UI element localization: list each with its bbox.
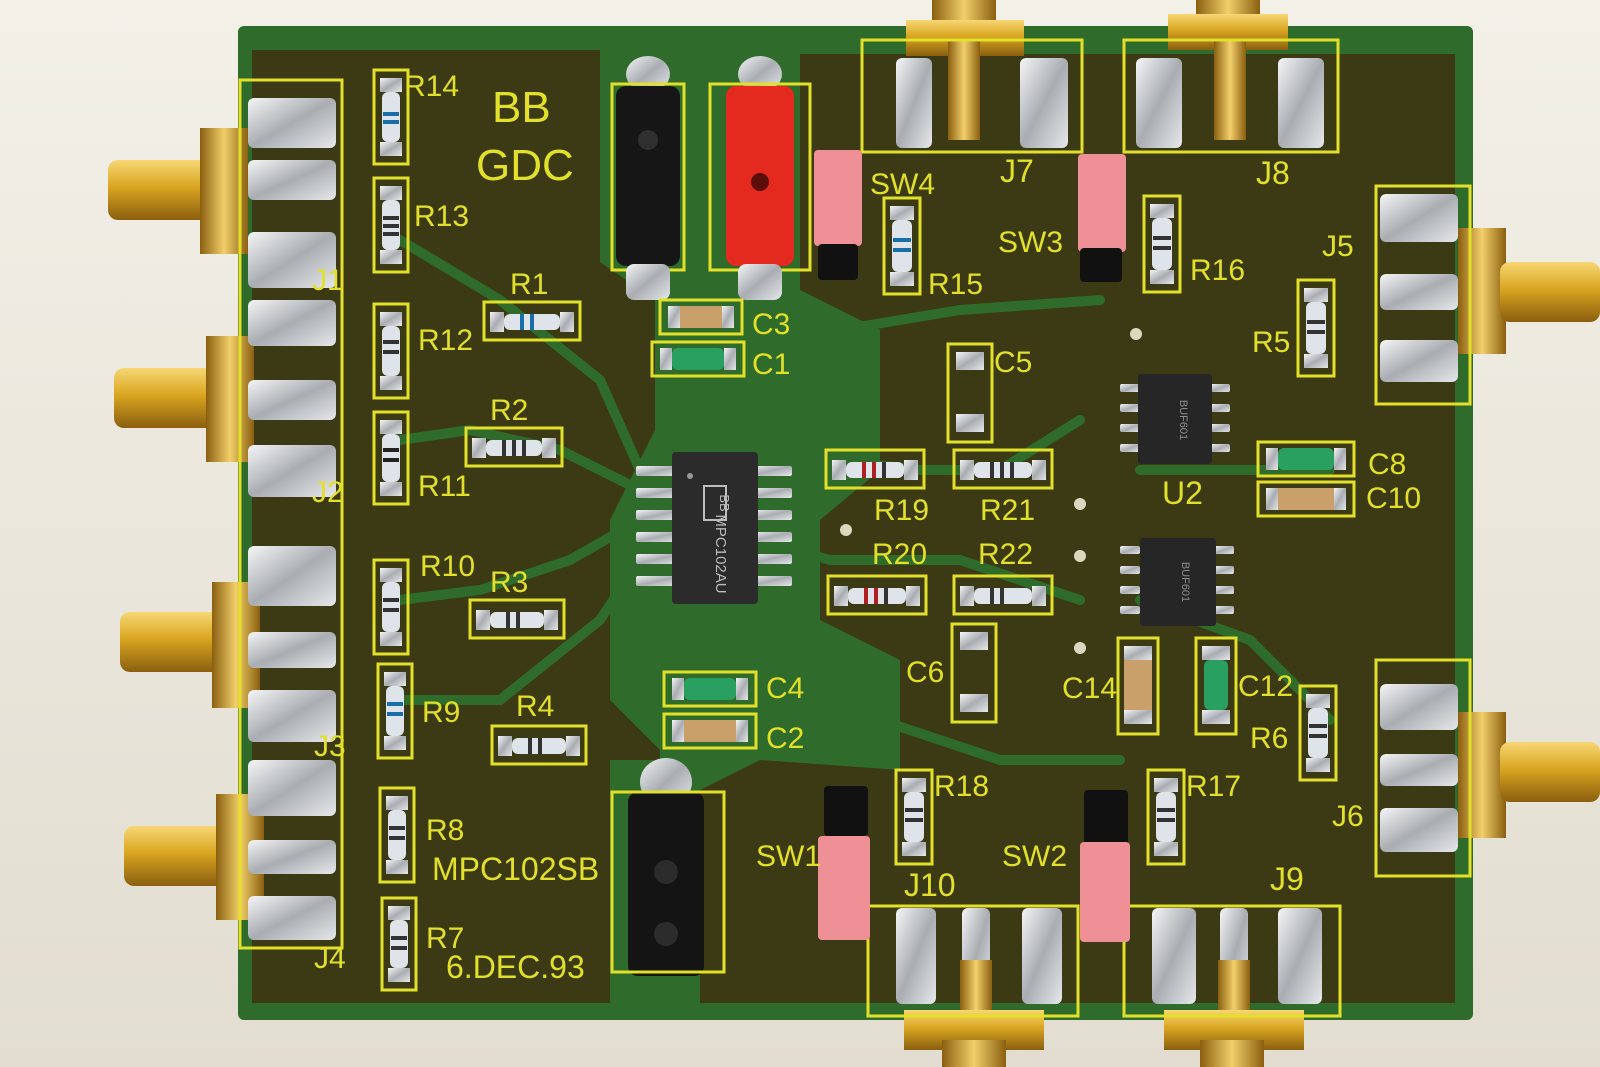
label-j9: J9 [1270, 861, 1304, 897]
label-r11: R11 [418, 470, 471, 503]
banana-jack-black-top [610, 56, 686, 300]
jumper-sw2 [1080, 790, 1130, 942]
label-c5: C5 [994, 346, 1032, 379]
capacitors [650, 298, 1356, 750]
vias [840, 328, 1142, 654]
label-c10: C10 [1366, 482, 1421, 515]
resistors-left-column [372, 68, 418, 992]
label-r18: R18 [934, 770, 989, 803]
board-header-line2: GDC [476, 141, 574, 190]
ic-mpc102au: BB MPC102AU [636, 452, 792, 604]
label-c6: C6 [906, 656, 944, 689]
connector-j2 [114, 300, 336, 497]
connector-j6 [1374, 658, 1600, 878]
silkscreen-text: BB GDC MPC102SB 6.DEC.93 R14 R13 R12 R11… [312, 70, 1421, 985]
board-part-number: MPC102SB [432, 851, 599, 887]
label-sw1: SW1 [756, 840, 821, 873]
label-c3: C3 [752, 308, 790, 341]
label-r2: R2 [490, 394, 528, 427]
label-c2: C2 [766, 722, 804, 755]
label-r14: R14 [404, 70, 459, 103]
label-r3: R3 [490, 566, 528, 599]
label-r8: R8 [426, 814, 464, 847]
label-r21: R21 [980, 494, 1035, 527]
label-c1: C1 [752, 348, 790, 381]
u2-chip-mark: BUF601 [1177, 400, 1189, 440]
label-r12: R12 [418, 324, 473, 357]
label-j8: J8 [1256, 155, 1290, 191]
label-r13: R13 [414, 200, 469, 233]
label-r10: R10 [420, 550, 475, 583]
label-sw3: SW3 [998, 226, 1063, 259]
label-j6: J6 [1332, 800, 1364, 833]
label-r4: R4 [516, 690, 554, 723]
u2b-chip-mark: BUF601 [1179, 562, 1191, 602]
label-j5: J5 [1322, 230, 1354, 263]
banana-jack-red [708, 56, 812, 300]
label-sw2: SW2 [1002, 840, 1067, 873]
label-c8: C8 [1368, 448, 1406, 481]
jumper-sw1 [818, 786, 870, 940]
resistors-horizontal [464, 300, 1054, 766]
connector-j3 [120, 546, 336, 742]
label-u2: U2 [1162, 475, 1203, 511]
label-r22: R22 [978, 538, 1033, 571]
main-chip-mark: MPC102AU [712, 514, 729, 593]
label-r19: R19 [874, 494, 929, 527]
jumper-sw3 [1078, 154, 1126, 282]
board-date: 6.DEC.93 [446, 949, 585, 985]
main-chip-brand: BB [717, 494, 732, 511]
jumper-sw4 [814, 150, 862, 280]
label-r9: R9 [422, 696, 460, 729]
label-r7: R7 [426, 922, 464, 955]
label-j7: J7 [1000, 153, 1034, 189]
banana-jack-black-bottom [610, 758, 726, 976]
label-c4: C4 [766, 672, 804, 705]
connector-j8 [1122, 0, 1340, 154]
label-r6: R6 [1250, 722, 1288, 755]
label-j3: J3 [314, 730, 346, 763]
resistors-right [882, 194, 1338, 866]
label-r1: R1 [510, 268, 548, 301]
label-r16: R16 [1190, 254, 1245, 287]
label-sw4: SW4 [870, 168, 935, 201]
connector-j7 [860, 0, 1084, 154]
silk-outline-left-connectors [238, 78, 344, 950]
label-j1: J1 [312, 264, 344, 297]
label-j10: J10 [904, 867, 956, 903]
board-header-line1: BB [492, 83, 551, 132]
label-j4: J4 [314, 942, 346, 975]
ic-u2b: BUF601 [1120, 538, 1234, 626]
label-r15: R15 [928, 268, 983, 301]
ic-u2: BUF601 [1120, 374, 1230, 464]
label-r20: R20 [872, 538, 927, 571]
label-c12: C12 [1238, 670, 1293, 703]
label-r17: R17 [1186, 770, 1241, 803]
connector-j9 [1122, 904, 1342, 1067]
label-j2: J2 [312, 476, 344, 509]
connector-j10 [866, 904, 1080, 1067]
label-c14: C14 [1062, 672, 1117, 705]
label-r5: R5 [1252, 326, 1290, 359]
connector-j5 [1374, 184, 1600, 406]
